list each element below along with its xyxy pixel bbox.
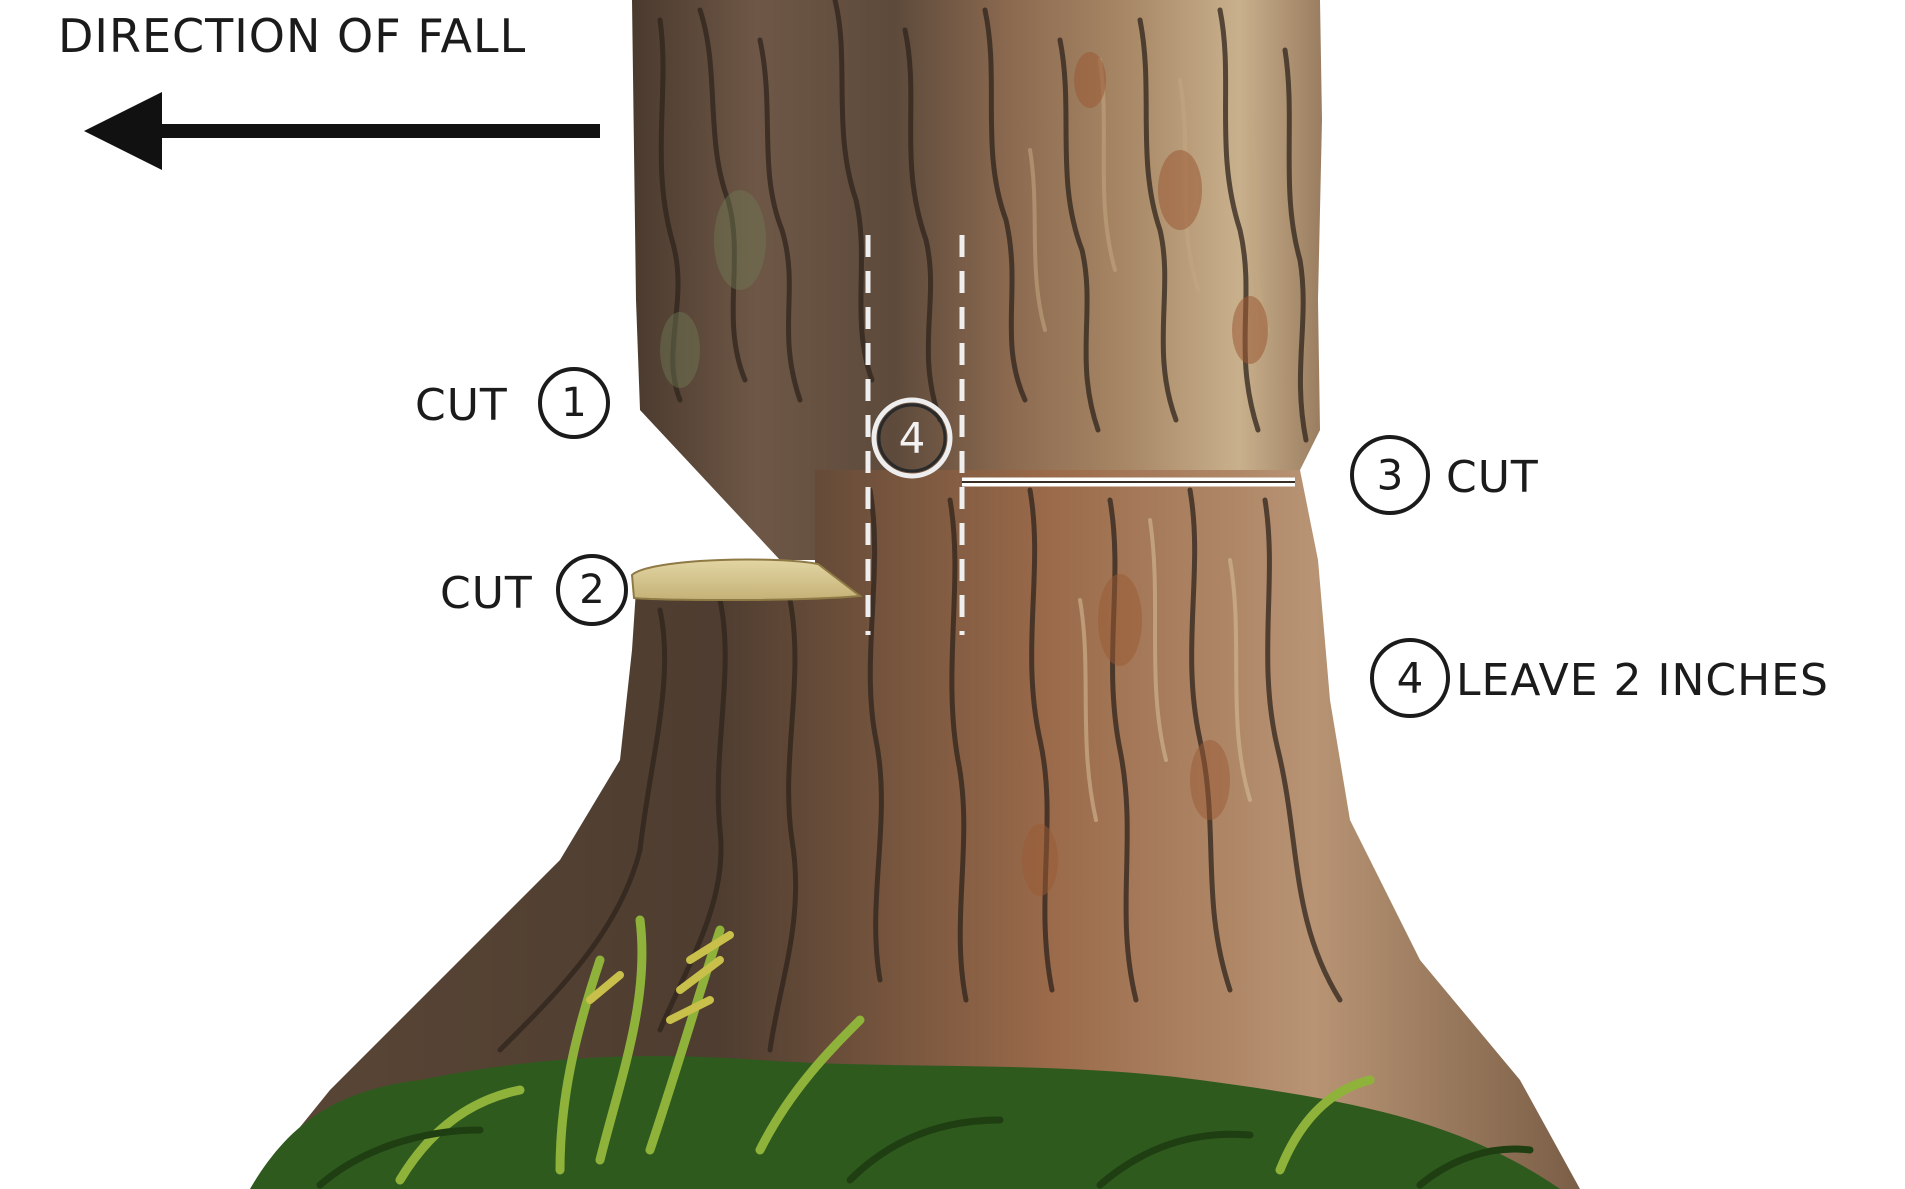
hinge-number: 4 <box>899 414 926 463</box>
notch-cut-face <box>630 558 863 601</box>
callout-hinge-4: 4 <box>871 397 953 479</box>
leave-number: 4 <box>1397 654 1424 703</box>
callout-cut-1: CUT 1 <box>415 367 610 439</box>
hinge-dashed-lines <box>865 235 965 635</box>
tree-trunk-upper <box>632 0 1322 560</box>
cut-1-number-circle <box>538 367 610 439</box>
callout-leave-2-inches: 4 LEAVE 2 INCHES <box>1370 638 1829 718</box>
cut-1-number: 1 <box>561 380 586 426</box>
cut-3-number: 3 <box>1377 451 1404 500</box>
direction-of-fall: DIRECTION OF FALL <box>58 9 600 170</box>
cut-2-number-circle <box>556 554 628 626</box>
leave-label: LEAVE 2 INCHES <box>1456 655 1829 706</box>
cut-3-number-circle <box>1350 435 1430 515</box>
callout-cut-2: CUT 2 <box>440 554 628 626</box>
cut-1-label: CUT <box>415 380 508 431</box>
leave-number-circle <box>1370 638 1450 718</box>
cut-2-label: CUT <box>440 568 533 619</box>
cut-2-number: 2 <box>579 567 604 613</box>
cut-3-label: CUT <box>1446 452 1539 503</box>
callout-cut-3: 3 CUT <box>1350 435 1539 515</box>
direction-label: DIRECTION OF FALL <box>58 9 526 63</box>
arrow-left-icon <box>84 92 600 170</box>
grass-ferns <box>250 915 1560 1189</box>
hinge-number-circle <box>871 397 953 479</box>
